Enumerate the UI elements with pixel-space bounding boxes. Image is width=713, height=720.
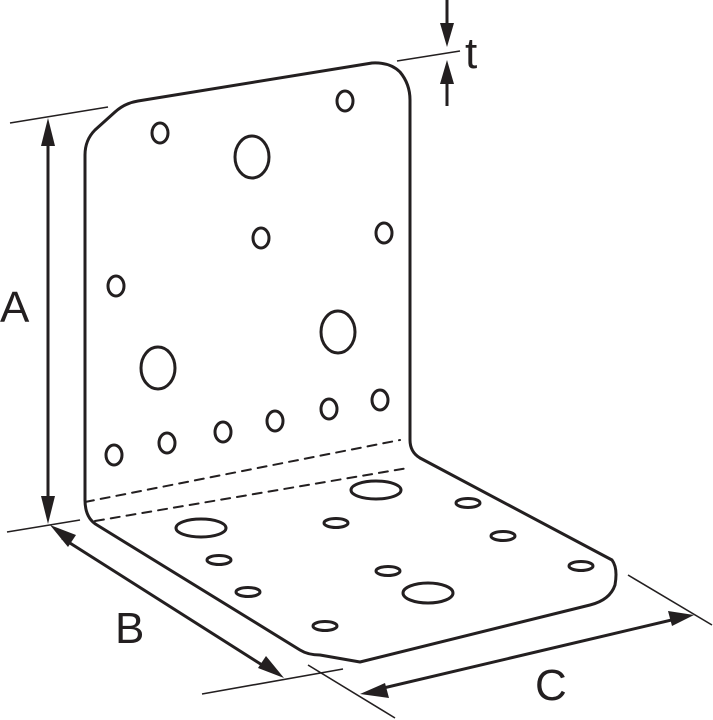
dim-a-arrow-bottom-icon (41, 496, 55, 524)
dim-c-arrow-start-icon (360, 683, 389, 698)
dim-c-extension-left (307, 664, 396, 719)
dim-b-arrow-end-icon (258, 656, 284, 678)
hole (205, 554, 233, 566)
hole (489, 530, 517, 542)
dim-t-label: t (465, 29, 477, 78)
dim-c-extension-right (627, 574, 713, 626)
dim-b-line (61, 536, 271, 672)
dim-a-label: A (0, 283, 30, 332)
hole (311, 620, 339, 632)
dim-c-line (374, 616, 681, 692)
dim-t-arrow-down-icon (440, 23, 454, 47)
dim-t-arrow-up-icon (440, 60, 454, 84)
dim-a-arrow-top-icon (41, 118, 55, 146)
hole (319, 397, 339, 421)
hole (251, 226, 271, 250)
hole (374, 221, 394, 245)
horizontal-flange-outline (83, 456, 618, 664)
dim-c-label: C (535, 661, 567, 710)
hole (374, 565, 402, 577)
hole (234, 586, 262, 598)
dim-c-arrow-end-icon (668, 611, 694, 626)
dim-a-extension-top (9, 106, 109, 124)
hole (567, 560, 595, 572)
fold-line-lower (94, 467, 409, 522)
dim-b-arrow-start-icon (50, 525, 76, 547)
hole (233, 134, 271, 180)
dim-b-label: B (115, 604, 144, 653)
hole (104, 443, 124, 467)
hole (150, 121, 170, 145)
hole (401, 581, 455, 605)
hole (157, 431, 177, 455)
vertical-flange-outline (83, 61, 422, 502)
hole (106, 274, 126, 298)
hole (370, 388, 390, 412)
hole (322, 517, 350, 529)
horizontal-flange-holes (174, 479, 595, 632)
vertical-flange-holes (104, 89, 394, 467)
dim-b-extension (201, 668, 344, 695)
hole (265, 409, 285, 433)
hole (213, 420, 233, 444)
hole (335, 89, 355, 113)
hole (319, 309, 357, 355)
hole (454, 497, 482, 509)
hole (139, 345, 177, 391)
dim-a-extension-bottom (6, 519, 81, 533)
dim-t-extension (396, 50, 461, 62)
fold-line-upper (84, 439, 401, 503)
hole (349, 479, 403, 501)
hole (174, 517, 228, 539)
